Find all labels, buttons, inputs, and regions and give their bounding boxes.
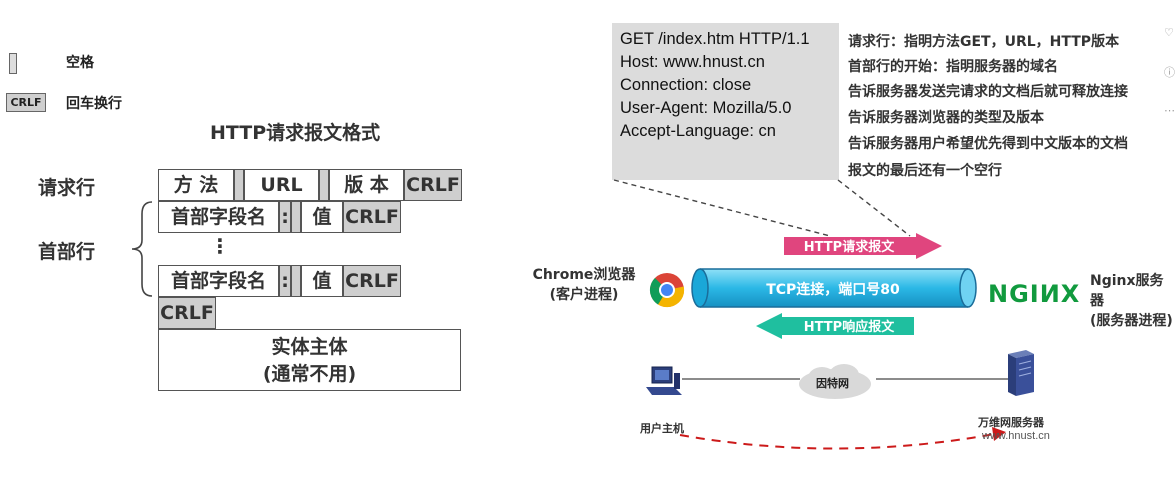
cell-field-name: 首部字段名 (158, 265, 279, 297)
network-topology (679, 378, 1008, 450)
user-agent-header-text: User-Agent: Mozilla/5.0 (620, 99, 792, 117)
entity-body-note: (通常不用) (262, 363, 357, 385)
user-host-icon (646, 366, 682, 395)
legend-crlf-label: 回车换行 (66, 96, 122, 112)
http-response-arrow (756, 313, 914, 339)
legend-space-symbol (9, 53, 17, 74)
chrome-icon (649, 273, 685, 308)
browser-name: Chrome浏览器 (532, 267, 636, 283)
http-request-label: HTTP请求报文 (803, 240, 895, 255)
cell-crlf: CRLF (404, 169, 462, 201)
server-process-label: Nginx服务器 (服务器进程) (1090, 270, 1176, 330)
tcp-connection-label: TCP连接，端口号80 (766, 282, 900, 298)
cell-space (234, 169, 244, 201)
request-line-label: 请求行 (38, 177, 96, 199)
annotation-connection: 告诉服务器发送完请求的文档后就可释放连接 (848, 84, 1128, 100)
annotation-blank-line: 报文的最后还有一个空行 (848, 163, 1002, 179)
cell-value: 值 (301, 265, 343, 297)
user-host-label: 用户主机 (640, 422, 684, 435)
cell-crlf: CRLF (343, 201, 401, 233)
cell-blank-line-crlf: CRLF (158, 297, 216, 329)
cell-version: 版 本 (329, 169, 404, 201)
server-name: Nginx服务器 (1090, 273, 1164, 309)
cell-url: URL (244, 169, 319, 201)
http-response-label: HTTP响应报文 (803, 320, 895, 335)
web-server-icon (1008, 350, 1034, 396)
browser-process: (客户进程) (549, 287, 619, 303)
cell-crlf: CRLF (343, 265, 401, 297)
cell-space (291, 201, 301, 233)
annotation-user-agent: 告诉服务器浏览器的类型及版本 (848, 110, 1044, 126)
callout-lines (613, 179, 911, 237)
internet-label: 因特网 (816, 377, 849, 390)
accept-language-header-text: Accept-Language: cn (620, 122, 776, 140)
http-request-example: GET /index.htm HTTP/1.1 Host: www.hnust.… (612, 23, 839, 180)
format-title: HTTP请求报文格式 (210, 122, 381, 144)
http-request-arrow (784, 233, 942, 259)
internet-cloud-icon (799, 364, 871, 399)
annotation-accept-language: 告诉服务器用户希望优先得到中文版本的文档 (848, 136, 1128, 152)
vertical-ellipsis: ⋮ (210, 234, 230, 258)
header-lines-label: 首部行 (38, 241, 96, 263)
more-icon[interactable]: ⋯ (1164, 104, 1175, 117)
annotation-request-line: 请求行：指明方法GET，URL，HTTP版本 (848, 34, 1120, 50)
nginx-logo: NGIИX (988, 280, 1081, 308)
annotation-host: 首部行的开始：指明服务器的域名 (848, 59, 1058, 75)
cell-space (319, 169, 329, 201)
cell-colon: : (279, 201, 291, 233)
connection-header-text: Connection: close (620, 76, 752, 94)
request-line-text: GET /index.htm HTTP/1.1 (620, 30, 810, 48)
cell-space (291, 265, 301, 297)
info-icon[interactable]: ⓘ (1164, 66, 1175, 79)
host-header-text: Host: www.hnust.cn (620, 53, 765, 71)
cell-value: 值 (301, 201, 343, 233)
server-domain-label: www.hnust.cn (982, 430, 1050, 442)
cell-entity-body: 实体主体 (通常不用) (158, 329, 461, 391)
cell-colon: : (279, 265, 291, 297)
web-server-label: 万维网服务器 (978, 416, 1044, 429)
annotations: 请求行：指明方法GET，URL，HTTP版本 首部行的开始：指明服务器的域名 告… (848, 23, 1154, 183)
heart-icon[interactable]: ♡ (1164, 26, 1174, 39)
cell-field-name: 首部字段名 (158, 201, 279, 233)
tcp-pipe (691, 268, 977, 308)
cell-method: 方 法 (158, 169, 234, 201)
server-process: (服务器进程) (1090, 313, 1173, 329)
legend-space-label: 空格 (66, 55, 94, 71)
header-brace (131, 201, 153, 297)
entity-body-title: 实体主体 (271, 336, 348, 358)
browser-label: Chrome浏览器 (客户进程) (524, 264, 644, 304)
legend-crlf-symbol: CRLF (6, 93, 46, 112)
